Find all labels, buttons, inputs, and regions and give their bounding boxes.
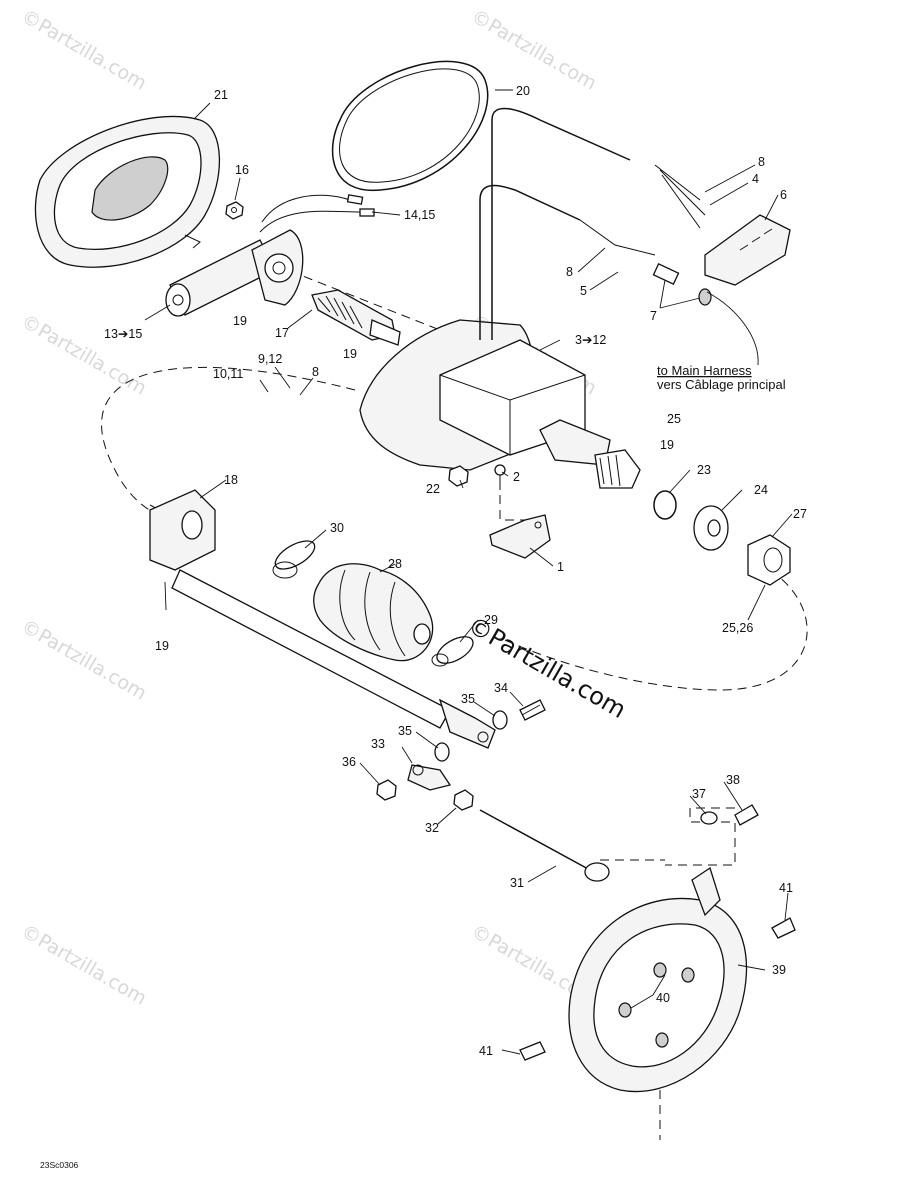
- callout-6: 6: [780, 188, 787, 202]
- callout-17: 17: [275, 326, 289, 340]
- part-29-clamp: [431, 636, 474, 667]
- callout-1: 1: [557, 560, 564, 574]
- callout-28: 28: [388, 557, 402, 571]
- part-41-bolt-b: [771, 917, 796, 939]
- watermark-3: ©Partzilla.com: [18, 310, 151, 399]
- callout-14-15: 14,15: [404, 208, 435, 222]
- part-34-bolt: [519, 699, 546, 721]
- callout-32: 32: [425, 821, 439, 835]
- callout-19-18: 19: [155, 639, 169, 653]
- part-35-washer-b: [434, 742, 450, 762]
- part-39-mount-ring: [568, 866, 748, 1093]
- leader-lines: [144, 89, 793, 1055]
- part-31-cable: [479, 809, 610, 882]
- callout-25-26: 25,26: [722, 621, 753, 635]
- callout-30: 30: [330, 521, 344, 535]
- callout-16: 16: [235, 163, 249, 177]
- callout-13-15: 13➔15: [104, 327, 142, 341]
- part-27-nut: [747, 534, 791, 586]
- part-22-nut: [448, 465, 469, 487]
- watermark-1: ©Partzilla.com: [18, 5, 151, 94]
- part-13-motor: [165, 229, 304, 317]
- callout-20: 20: [516, 84, 530, 98]
- callout-24: 24: [754, 483, 768, 497]
- callout-38: 38: [726, 773, 740, 787]
- callout-labels: 21 20 16 14,15 13➔15 19 17 19 8 4 6 8 5 …: [104, 84, 807, 1058]
- callout-18: 18: [224, 473, 238, 487]
- callout-19-motor: 19: [233, 314, 247, 328]
- part-41-bolt-a: [519, 1041, 546, 1061]
- part-32-nut: [453, 789, 474, 811]
- part-36-nut: [376, 779, 397, 801]
- part-2-screw: [494, 464, 506, 490]
- part-37-washer: [700, 811, 718, 825]
- part-16-nut: [225, 201, 244, 220]
- callout-3-12: 3➔12: [575, 333, 606, 347]
- callout-4: 4: [752, 172, 759, 186]
- callout-2: 2: [513, 470, 520, 484]
- callout-19-worm: 19: [343, 347, 357, 361]
- part-6-connector: [579, 164, 791, 286]
- part-1-bracket: [489, 514, 551, 559]
- part-3-gearbox: [359, 107, 641, 489]
- callout-8-low: 8: [312, 365, 319, 379]
- harness-note: to Main Harness vers Câblage principal: [657, 363, 786, 392]
- callout-27: 27: [793, 507, 807, 521]
- part-18-shaft: [149, 489, 496, 749]
- part-20-cable-loop: [331, 60, 489, 191]
- callout-33: 33: [371, 737, 385, 751]
- part-21-housing: [34, 115, 221, 268]
- callout-8-mid: 8: [566, 265, 573, 279]
- callout-34: 34: [494, 681, 508, 695]
- part-17-worm: [311, 289, 401, 346]
- callout-8-top: 8: [758, 155, 765, 169]
- harness-note-line1: to Main Harness: [657, 363, 752, 378]
- callout-35-low: 35: [398, 724, 412, 738]
- part-30-clamp: [272, 540, 316, 579]
- callout-23: 23: [697, 463, 711, 477]
- callout-25-top: 25: [667, 412, 681, 426]
- part-35-washer-a: [492, 710, 508, 730]
- callout-29: 29: [484, 613, 498, 627]
- callout-37: 37: [692, 787, 706, 801]
- callout-5: 5: [580, 284, 587, 298]
- part-23-oring: [653, 490, 677, 520]
- callout-41-left: 41: [479, 1044, 493, 1058]
- part-14-wires: [259, 194, 375, 233]
- callout-31: 31: [510, 876, 524, 890]
- callout-10-11: 10,11: [213, 367, 243, 381]
- watermark-center: ©Partzilla.com: [463, 611, 631, 724]
- watermark-6: ©Partzilla.com: [18, 920, 151, 1009]
- callout-19-shaft: 19: [660, 438, 674, 452]
- watermark-5: ©Partzilla.com: [18, 615, 151, 704]
- part-24-washer: [693, 505, 729, 551]
- callout-41-right: 41: [779, 881, 793, 895]
- diagram-code: 23Sc0306: [40, 1160, 79, 1170]
- part-28-boot: [313, 563, 434, 662]
- callout-21: 21: [214, 88, 228, 102]
- callout-7: 7: [650, 309, 657, 323]
- part-33-rod-end: [407, 764, 452, 791]
- callout-40: 40: [656, 991, 670, 1005]
- part-38-bolt: [734, 804, 759, 826]
- watermark-2: ©Partzilla.com: [468, 5, 601, 94]
- part-7-plugs: [652, 263, 712, 306]
- callout-39: 39: [772, 963, 786, 977]
- callout-22: 22: [426, 482, 440, 496]
- callout-35-top: 35: [461, 692, 475, 706]
- harness-note-line2: vers Câblage principal: [657, 377, 786, 392]
- callout-9-12: 9,12: [258, 352, 282, 366]
- callout-36: 36: [342, 755, 356, 769]
